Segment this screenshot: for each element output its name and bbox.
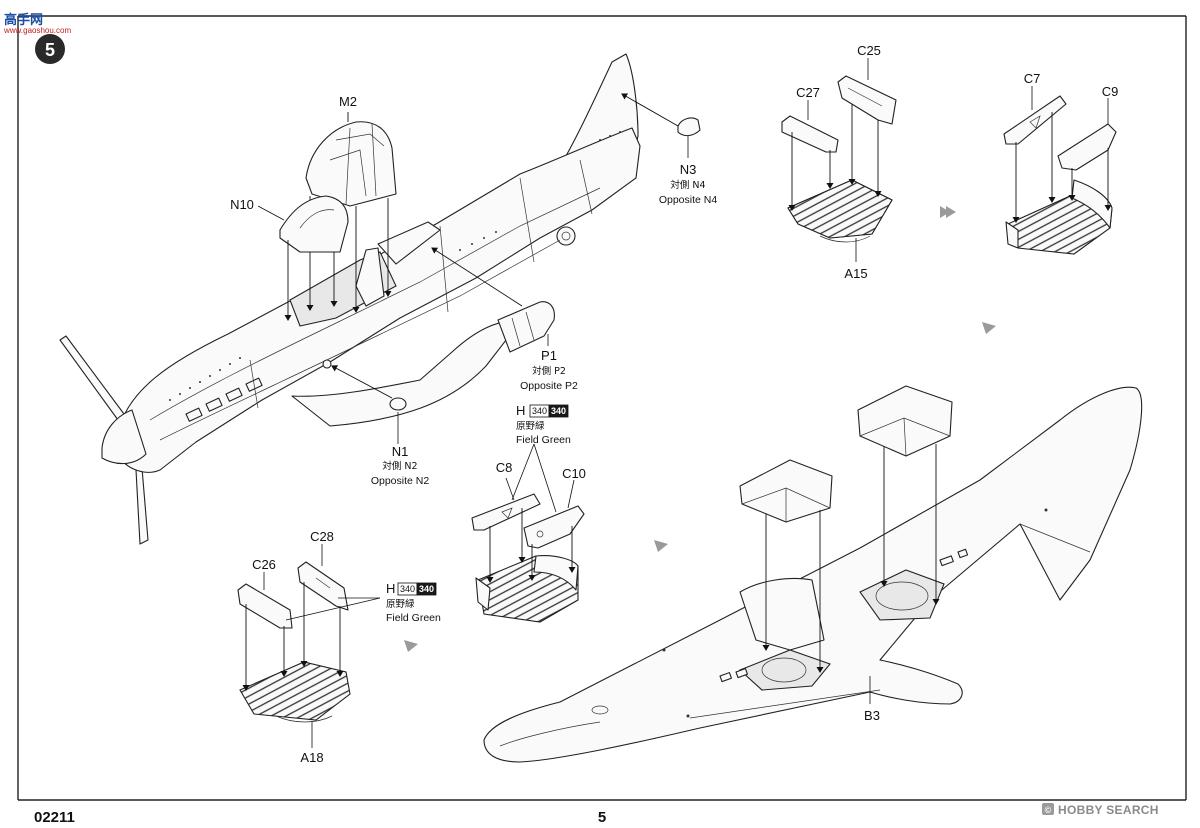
page-number: 5 <box>598 809 606 826</box>
callout-n1: N1 対側 N2 Opposite N2 <box>371 444 430 487</box>
svg-text:340: 340 <box>400 584 415 594</box>
svg-text:340: 340 <box>551 406 566 416</box>
callout-n10: N10 <box>230 197 254 212</box>
product-code: 02211 <box>34 809 75 826</box>
svg-text:Opposite P2: Opposite P2 <box>520 380 578 392</box>
flow-arrow <box>404 640 418 652</box>
svg-text:原野緑: 原野緑 <box>516 420 545 432</box>
part-n3 <box>621 93 701 158</box>
callout-m2: M2 <box>339 94 357 109</box>
svg-text:©: © <box>1045 805 1052 815</box>
svg-text:Opposite N4: Opposite N4 <box>659 194 718 206</box>
callout-c8: C8 <box>496 460 513 475</box>
svg-text:www.gaoshou.com: www.gaoshou.com <box>3 26 71 35</box>
assembly-a18-wheel-well <box>237 544 381 748</box>
svg-text:HOBBY SEARCH: HOBBY SEARCH <box>1058 803 1159 817</box>
callout-p1: P1 対側 P2 Opposite P2 <box>520 348 578 392</box>
step-badge: 5 <box>35 34 65 64</box>
flow-arrow <box>940 206 956 218</box>
flow-arrow <box>654 540 668 552</box>
part-b3-wing <box>483 386 1143 763</box>
svg-text:Opposite N2: Opposite N2 <box>371 475 430 487</box>
callout-c10: C10 <box>562 466 586 481</box>
part-n1 <box>331 365 407 444</box>
svg-text:H: H <box>516 403 525 418</box>
part-p1 <box>431 247 555 353</box>
svg-text:5: 5 <box>45 40 55 60</box>
hobby-search-watermark: © HOBBY SEARCH <box>1042 803 1159 817</box>
page-frame <box>17 15 1187 801</box>
svg-text:原野緑: 原野緑 <box>386 598 415 610</box>
callout-c26: C26 <box>252 557 276 572</box>
callout-c7: C7 <box>1024 71 1041 86</box>
svg-text:対側 P2: 対側 P2 <box>532 365 566 377</box>
svg-text:高手网: 高手网 <box>4 12 43 28</box>
callout-c9: C9 <box>1102 84 1119 99</box>
callout-n3: N3 対側 N4 Opposite N4 <box>659 162 718 206</box>
svg-text:P1: P1 <box>541 348 557 363</box>
svg-text:Field Green: Field Green <box>516 434 571 446</box>
callout-c27: C27 <box>796 85 820 100</box>
svg-text:340: 340 <box>532 406 547 416</box>
callout-a18: A18 <box>300 750 323 765</box>
callout-a15: A15 <box>844 266 867 281</box>
svg-text:N1: N1 <box>392 444 409 459</box>
part-m2-canopy <box>305 112 397 313</box>
flow-arrow <box>982 322 996 334</box>
paint-ref-field-green-1: H 340 340 原野緑 Field Green <box>516 403 571 446</box>
svg-text:対側 N2: 対側 N2 <box>382 460 417 472</box>
fuselage-drawing <box>59 53 641 545</box>
callout-c25: C25 <box>857 43 881 58</box>
part-n10-windscreen <box>257 195 349 321</box>
callout-c28: C28 <box>310 529 334 544</box>
paint-ref-field-green-2: H 340 340 原野緑 Field Green <box>386 581 441 624</box>
svg-text:340: 340 <box>419 584 434 594</box>
svg-text:N3: N3 <box>680 162 697 177</box>
svg-text:H: H <box>386 581 395 596</box>
wing-box-right <box>857 385 953 605</box>
callout-b3: B3 <box>864 708 880 723</box>
assembly-c7-c9 <box>1003 86 1117 255</box>
assembly-a15-wheel-well <box>781 58 897 262</box>
svg-text:対側 N4: 対側 N4 <box>670 179 705 191</box>
assembly-c8-c10 <box>471 443 585 623</box>
wing-box-left <box>739 459 833 673</box>
svg-text:Field Green: Field Green <box>386 612 441 624</box>
watermark-logo: 高手网 www.gaoshou.com <box>3 12 71 35</box>
